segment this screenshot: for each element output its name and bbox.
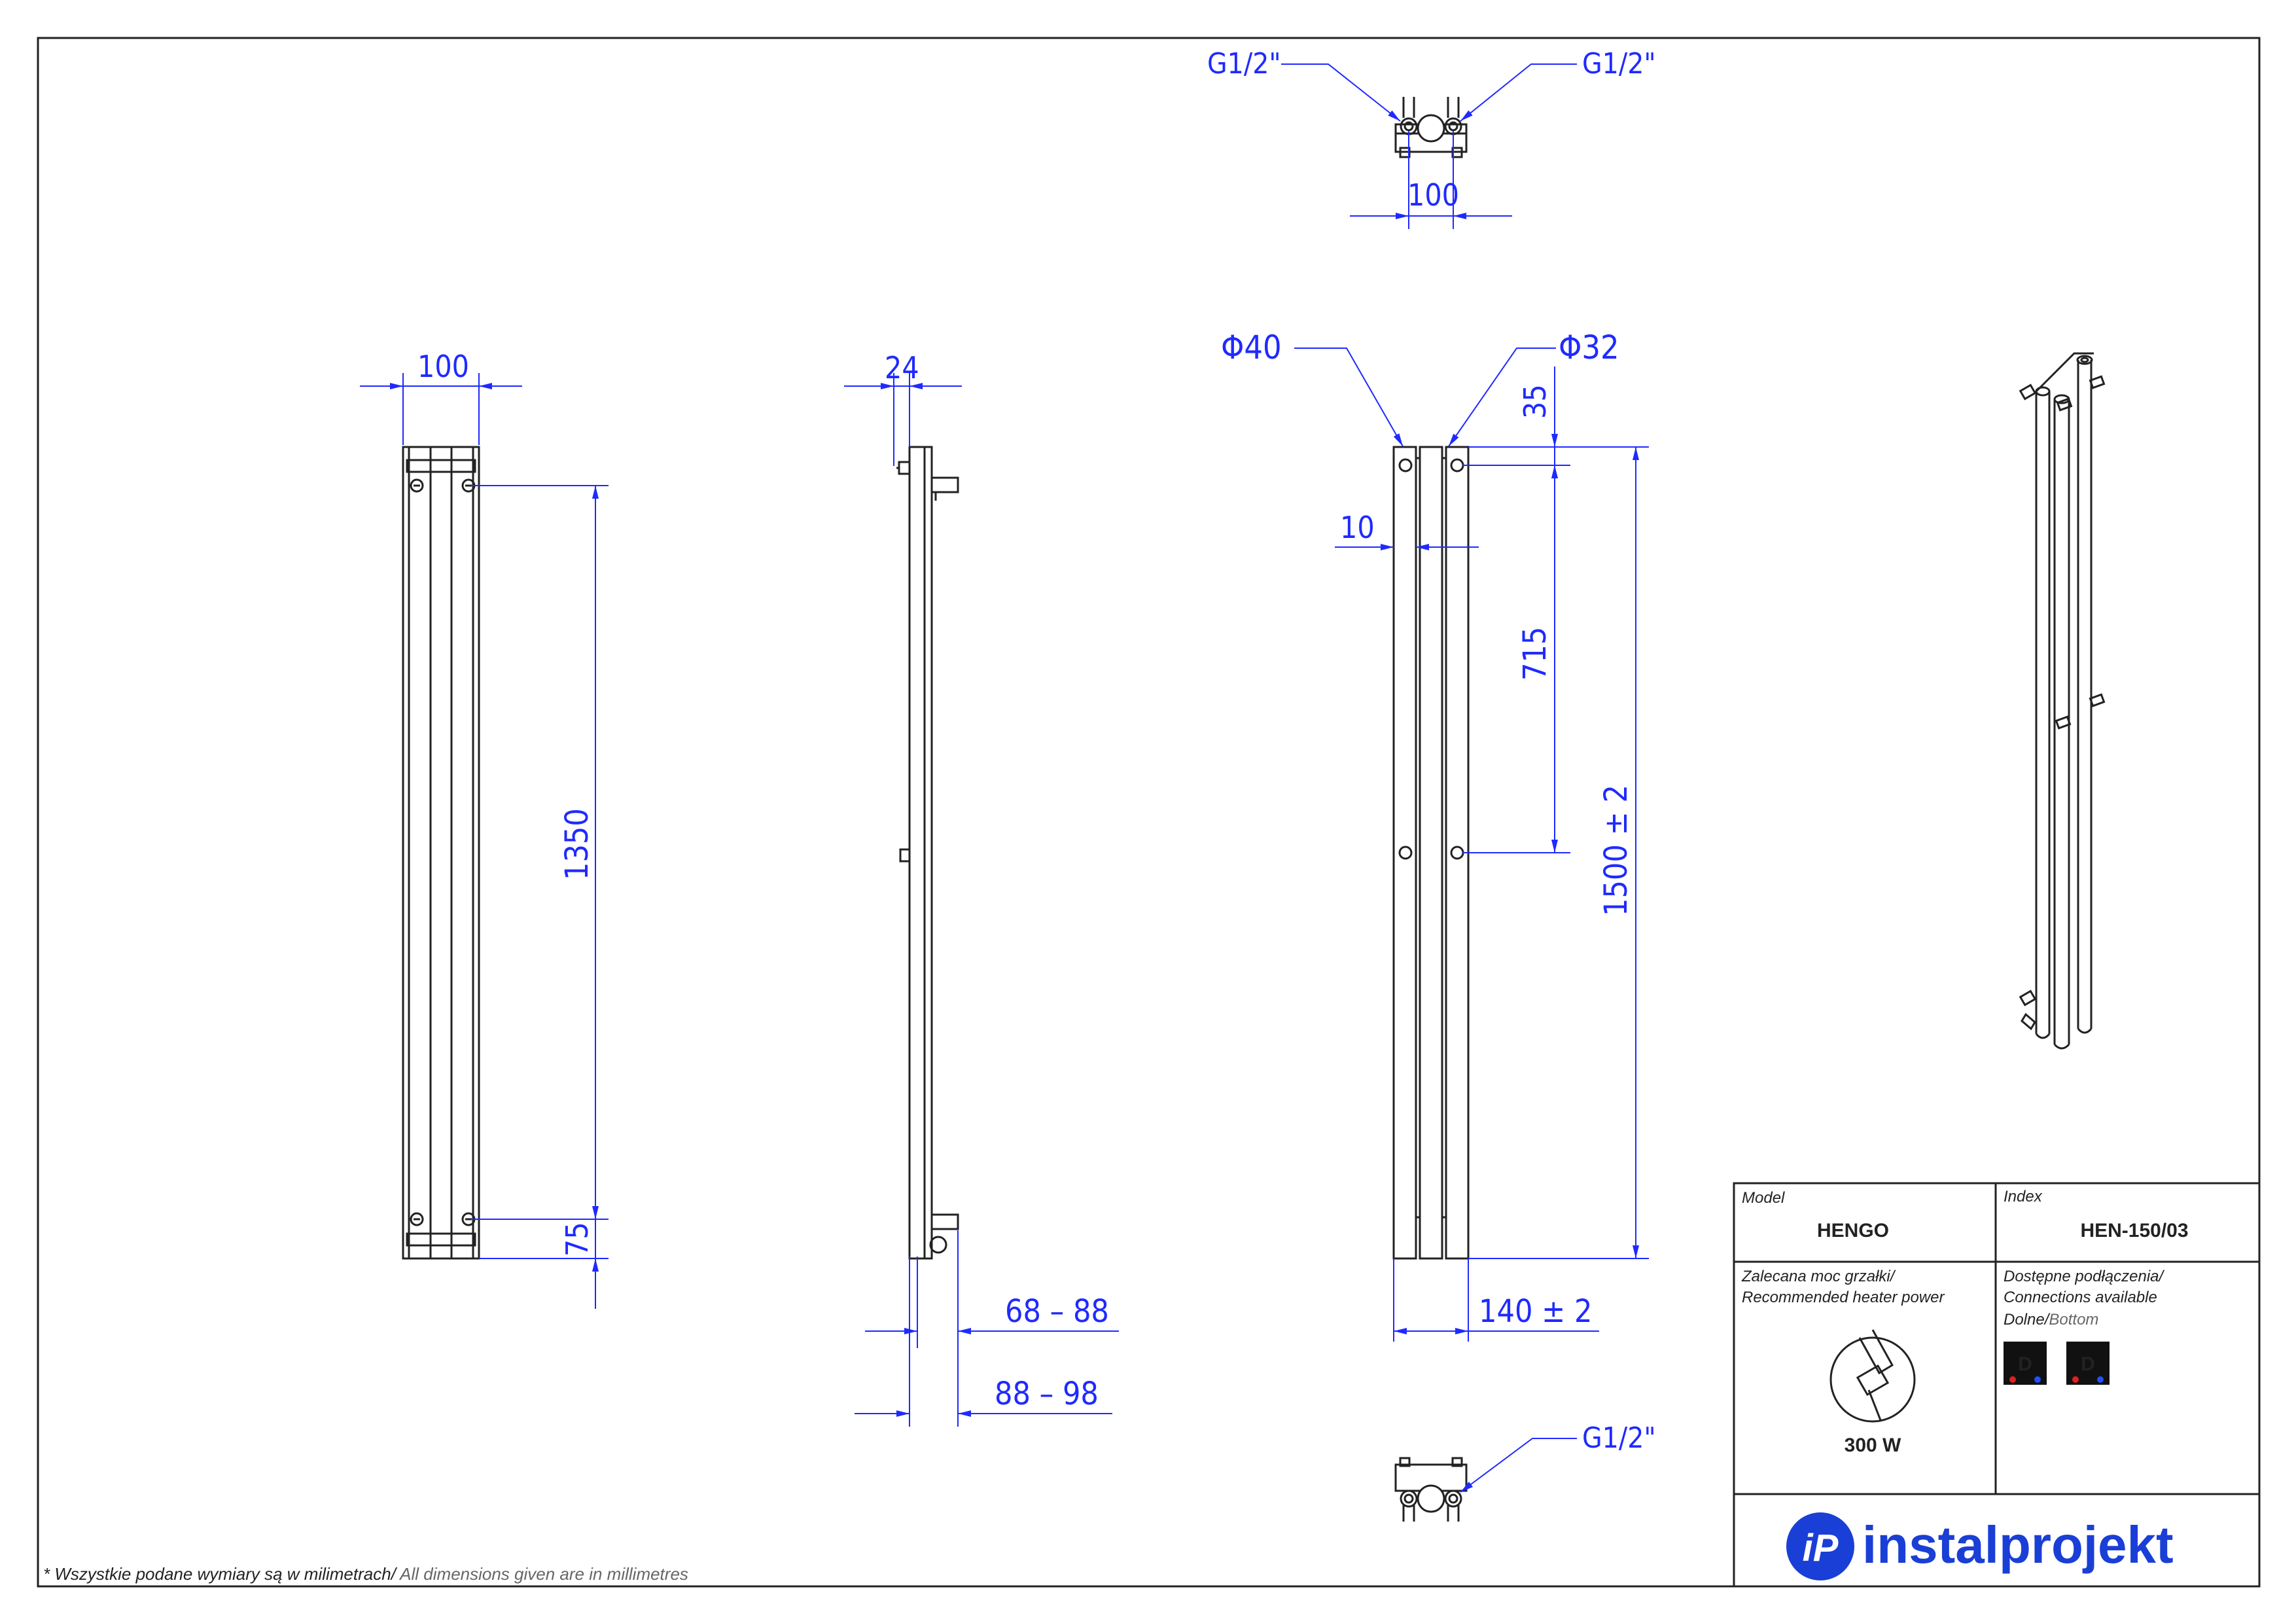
pipe-mid-dim: 715 xyxy=(1517,627,1553,681)
pipe-top-offset-dim: 35 xyxy=(1517,384,1553,419)
heater-label-en: Recommended heater power xyxy=(1742,1289,1945,1306)
pipe-view-dims xyxy=(1294,348,1649,1342)
model-label: Model xyxy=(1742,1189,1785,1207)
front-width-dim: 100 xyxy=(417,349,469,384)
pipe-gap-dim: 10 xyxy=(1340,510,1375,545)
side-wall-min-dim: 68 – 88 xyxy=(1005,1293,1109,1330)
svg-text:D: D xyxy=(2018,1353,2032,1375)
connections-label-en: Connections available xyxy=(2004,1289,2157,1306)
index-value: HEN-150/03 xyxy=(2080,1220,2188,1241)
side-view-dims xyxy=(844,373,1119,1427)
side-wall-max-dim: 88 – 98 xyxy=(995,1376,1099,1412)
bottom-view xyxy=(1394,1457,1468,1522)
front-bottom-dim: 75 xyxy=(559,1222,595,1257)
pipe-height-dim: 1500 ± 2 xyxy=(1598,785,1634,916)
footnote: * Wszystkie podane wymiary są w milimetr… xyxy=(43,1564,688,1584)
top-view-dims xyxy=(1281,63,1577,229)
front-view xyxy=(402,446,480,1260)
top-conn-right-label: G1/2" xyxy=(1582,47,1656,80)
connection-badge-1: D xyxy=(2004,1342,2047,1385)
index-label: Index xyxy=(2004,1188,2043,1205)
brand-name: instalprojekt xyxy=(1862,1516,2174,1574)
top-conn-left-label: G1/2" xyxy=(1207,47,1281,80)
side-top-dim: 24 xyxy=(885,350,919,385)
front-view-dims xyxy=(360,373,609,1309)
pipe-view xyxy=(1392,446,1470,1260)
connection-badge-2: D xyxy=(2066,1342,2110,1385)
pipe-dia-large-label: Φ40 xyxy=(1221,329,1282,366)
heater-value: 300 W xyxy=(1845,1435,1901,1456)
top-view xyxy=(1394,97,1468,158)
svg-text:iP: iP xyxy=(1803,1527,1839,1569)
heater-label-pl: Zalecana moc grzałki/ xyxy=(1741,1268,1896,1285)
pipe-dia-small-label: Φ32 xyxy=(1559,329,1619,366)
bottom-conn-leader xyxy=(1460,1438,1577,1493)
svg-text:D: D xyxy=(2081,1353,2095,1375)
side-view xyxy=(896,446,959,1260)
top-spacing-dim: 100 xyxy=(1407,177,1459,213)
front-spacing-dim: 1350 xyxy=(559,808,595,880)
drawing-frame xyxy=(37,37,2261,1588)
model-value: HENGO xyxy=(1817,1220,1889,1241)
brand-logo-icon: iP xyxy=(1786,1512,1854,1580)
isometric-view xyxy=(2019,352,2106,1050)
connections-label-pl: Dostępne podłączenia/ xyxy=(2004,1268,2165,1285)
title-block xyxy=(1733,1182,2261,1588)
heater-icon xyxy=(1829,1329,1916,1423)
connections-type: Dolne/Bottom xyxy=(2004,1311,2098,1329)
bottom-conn-label: G1/2" xyxy=(1582,1421,1656,1455)
pipe-depth-dim: 140 ± 2 xyxy=(1479,1293,1592,1330)
